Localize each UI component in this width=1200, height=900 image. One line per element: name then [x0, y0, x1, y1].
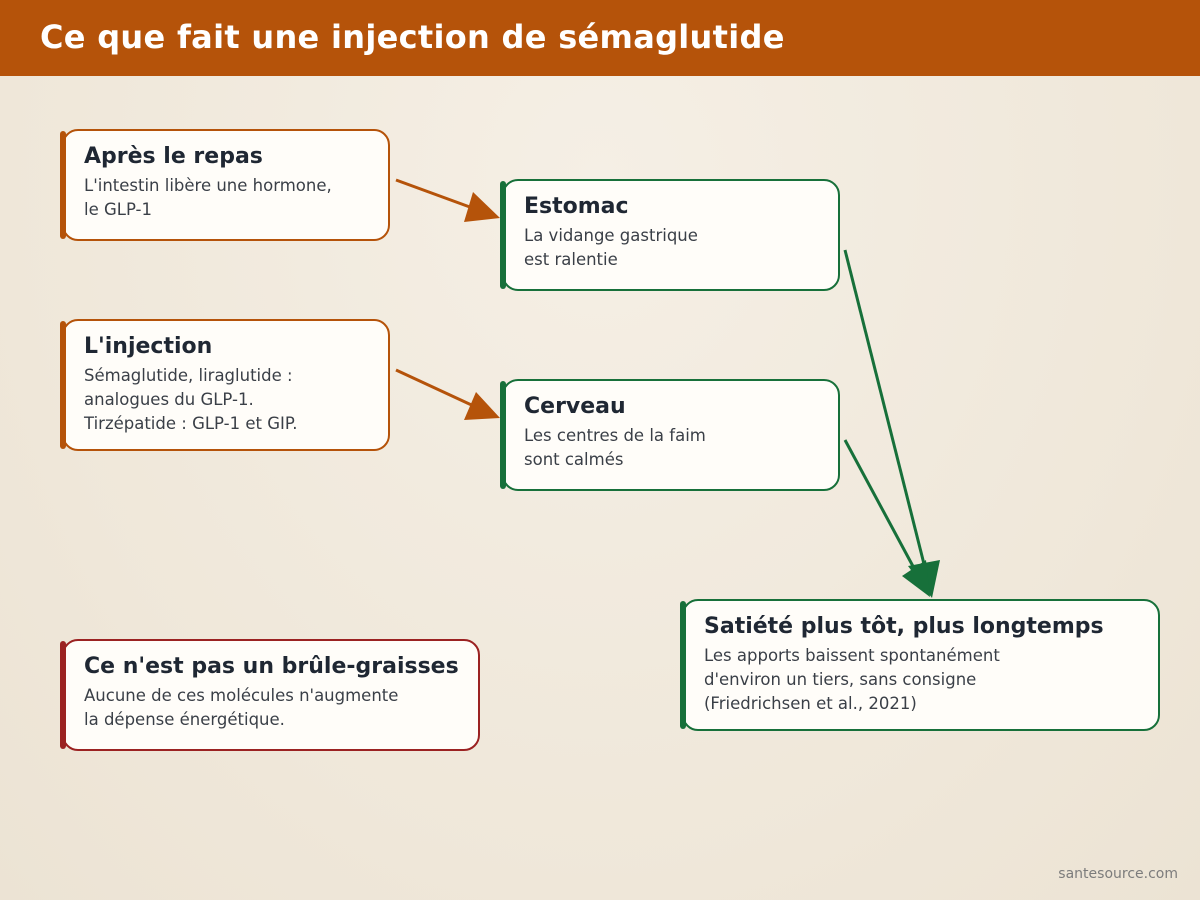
- card-cerveau: Cerveau Les centres de la faim sont calm…: [500, 379, 840, 491]
- footer-site: santesource.com: [1058, 866, 1178, 882]
- arrow-repas-to-estomac: [395, 178, 479, 212]
- card-accent-bar: [60, 131, 66, 239]
- card-line: Aucune de ces molécules n'augmente: [84, 686, 399, 705]
- card-line: sont calmés: [524, 450, 624, 469]
- card-text: Aucune de ces molécules n'augmente la dé…: [84, 684, 460, 732]
- card-apres-le-repas: Après le repas L'intestin libère une hor…: [60, 129, 390, 241]
- card-accent-bar: [60, 321, 66, 449]
- card-line: (Friedrichsen et al., 2021): [704, 694, 917, 713]
- card-title: Cerveau: [524, 394, 626, 419]
- card-line: Sémaglutide, liraglutide :: [84, 366, 293, 385]
- card-injection: L'injection Sémaglutide, liraglutide : a…: [60, 319, 390, 451]
- card-text: La vidange gastrique est ralentie: [524, 224, 820, 272]
- card-line: L'intestin libère une hormone,: [84, 176, 332, 195]
- card-estomac: Estomac La vidange gastrique est ralenti…: [500, 179, 840, 291]
- card-text: Les centres de la faim sont calmés: [524, 424, 820, 472]
- arrow-injection-to-cerveau: [395, 368, 479, 410]
- card-accent-bar: [60, 641, 66, 749]
- card-line: Les apports baissent spontanément: [704, 646, 1000, 665]
- card-line: est ralentie: [524, 250, 618, 269]
- card-line: La vidange gastrique: [524, 226, 698, 245]
- card-title: Satiété plus tôt, plus longtemps: [704, 614, 1104, 639]
- card-accent-bar: [500, 181, 506, 289]
- card-accent-bar: [680, 601, 686, 729]
- arrowhead-injection-to-cerveau: [464, 392, 500, 420]
- arrowhead-cerveau-to-satiete: [902, 560, 930, 597]
- card-line: le GLP-1: [84, 200, 152, 219]
- card-text: Sémaglutide, liraglutide : analogues du …: [84, 364, 370, 436]
- card-line: analogues du GLP-1.: [84, 390, 254, 409]
- header-banner: Ce que fait une injection de sémaglutide: [0, 0, 1200, 76]
- card-line: la dépense énergétique.: [84, 710, 285, 729]
- card-title: Ce n'est pas un brûle-graisses: [84, 654, 459, 679]
- card-text: Les apports baissent spontanément d'envi…: [704, 644, 1140, 716]
- arrowhead-repas-to-estomac: [464, 192, 500, 222]
- page-title: Ce que fait une injection de sémaglutide: [40, 18, 785, 56]
- arrow-cerveau-to-satiete: [843, 439, 917, 571]
- card-satiete: Satiété plus tôt, plus longtemps Les app…: [680, 599, 1160, 731]
- card-title: L'injection: [84, 334, 213, 359]
- card-text: L'intestin libère une hormone, le GLP-1: [84, 174, 370, 222]
- card-title: Estomac: [524, 194, 629, 219]
- card-title: Après le repas: [84, 144, 263, 169]
- arrow-estomac-to-satiete: [843, 249, 927, 569]
- card-line: Tirzépatide : GLP-1 et GIP.: [84, 414, 298, 433]
- card-accent-bar: [500, 381, 506, 489]
- card-pas-brule-graisses: Ce n'est pas un brûle-graisses Aucune de…: [60, 639, 480, 751]
- card-line: d'environ un tiers, sans consigne: [704, 670, 977, 689]
- card-line: Les centres de la faim: [524, 426, 706, 445]
